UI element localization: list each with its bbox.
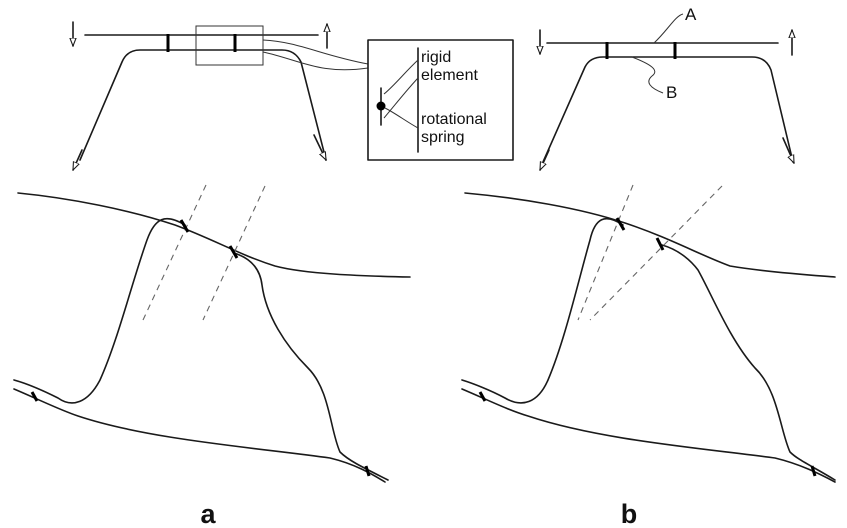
arrow-in-icon	[72, 149, 83, 171]
rigid-element-marker	[228, 245, 239, 259]
leader-curve	[262, 39, 369, 65]
arrow-out-icon	[313, 134, 327, 161]
rigid-element-marker	[478, 391, 487, 402]
arrow-out-icon	[782, 137, 795, 164]
rotational-spring-dot	[376, 101, 386, 111]
rotation-axis-dashed	[589, 185, 723, 321]
callout-line	[383, 77, 419, 119]
left-leg-curve	[13, 217, 186, 404]
label-rigid: rigid	[421, 49, 451, 66]
rotation-axis-dashed	[202, 185, 266, 321]
marker-b-label: B	[666, 83, 677, 102]
lower-profile-line	[542, 56, 794, 163]
rigid-element-marker	[655, 237, 665, 251]
deformed-shape-b	[461, 184, 836, 483]
deformed-shape-a	[13, 184, 411, 483]
lower-beam-curve	[461, 388, 836, 483]
leader-a	[653, 13, 684, 44]
schematic-right: A B	[539, 5, 795, 171]
rigid-element-marker	[364, 465, 371, 477]
callout-line	[383, 59, 419, 95]
label-element: element	[421, 67, 478, 84]
lower-beam-curve	[13, 388, 386, 483]
detail-frame	[195, 25, 264, 66]
rigid-element-marker	[810, 465, 817, 477]
right-leg-curve	[661, 244, 836, 481]
leader-curve	[262, 51, 369, 71]
rigid-element-marker	[30, 391, 39, 402]
left-leg-curve	[461, 217, 624, 404]
rigid-element-marker	[179, 219, 190, 233]
label-spring: spring	[421, 129, 465, 146]
upper-beam-curve	[17, 192, 411, 278]
rotation-axis-dashed	[142, 184, 207, 321]
rigid-element-marker	[615, 217, 626, 231]
callout-line	[384, 107, 419, 129]
upper-beam-curve	[464, 192, 836, 278]
inset-frame	[367, 39, 514, 161]
panel-label-b: b	[621, 499, 638, 528]
marker-a-label: A	[685, 5, 697, 24]
arrow-in-icon	[539, 149, 550, 171]
leader-b	[631, 56, 664, 94]
label-rotational: rotational	[421, 111, 487, 128]
schematic-left	[72, 21, 369, 171]
right-leg-curve	[233, 252, 389, 481]
rotation-axis-dashed	[577, 184, 634, 321]
panel-label-a: a	[200, 499, 216, 528]
lower-profile-line	[79, 49, 327, 161]
inset-detail: rigid element rotational spring	[367, 39, 514, 161]
